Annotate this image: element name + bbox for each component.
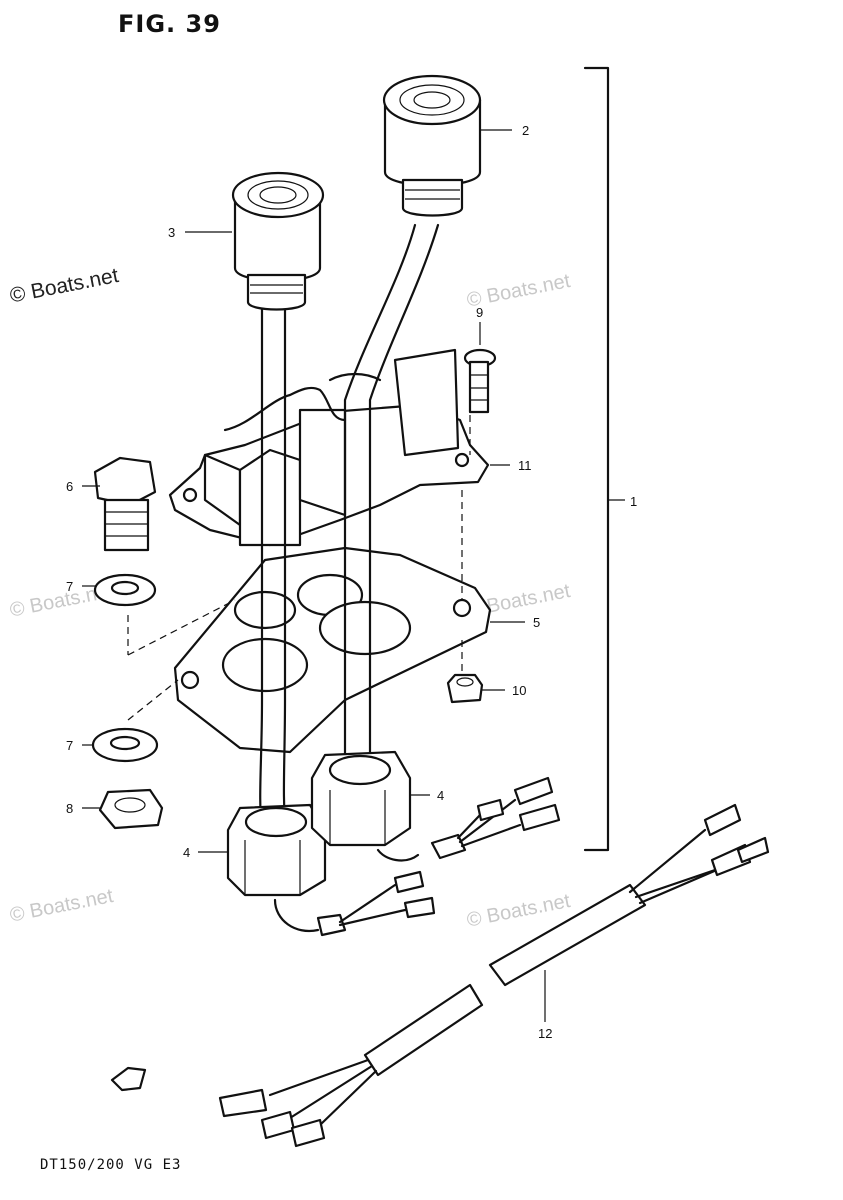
callout-9: 9: [476, 305, 483, 320]
callout-1: 1: [630, 494, 637, 509]
part-bracket-base: [168, 348, 490, 547]
part-bolt: [93, 456, 157, 552]
wire-leads: [273, 776, 561, 937]
callout-6: 6: [66, 479, 73, 494]
part-extension-cable: [218, 803, 770, 1148]
callout-4-right: 4: [437, 788, 444, 803]
callout-11: 11: [518, 458, 532, 473]
part-big-nut-right: [310, 750, 412, 847]
callout-8: 8: [66, 801, 73, 816]
model-code-footer: DT150/200 VG E3: [40, 1157, 182, 1173]
part-washer-upper: [93, 573, 157, 607]
part-screw: [463, 348, 497, 455]
callout-3: 3: [168, 225, 175, 240]
callout-5: 5: [533, 615, 540, 630]
callout-4-left: 4: [183, 845, 190, 860]
callout-7-upper: 7: [66, 579, 73, 594]
direction-marker-icon: [110, 1066, 147, 1092]
part-nut-8: [98, 788, 164, 830]
callout-12: 12: [538, 1026, 552, 1041]
assembly-bracket: [583, 66, 625, 852]
callout-10: 10: [512, 683, 526, 698]
callout-2: 2: [522, 123, 529, 138]
figure-title: FIG. 39: [118, 10, 221, 38]
part-nut-10: [446, 673, 484, 704]
callout-labels: 1 2 3 4 4 5 6 7 7 8 9 10 11 12: [66, 123, 637, 1041]
part-switch-3: [231, 171, 325, 311]
part-washer-lower: [91, 727, 159, 763]
leader-lines: [82, 129, 546, 1022]
callout-7-lower: 7: [66, 738, 73, 753]
part-big-nut-left: [226, 803, 327, 897]
part-switch-2: [382, 74, 482, 217]
part-panel: [173, 546, 492, 754]
